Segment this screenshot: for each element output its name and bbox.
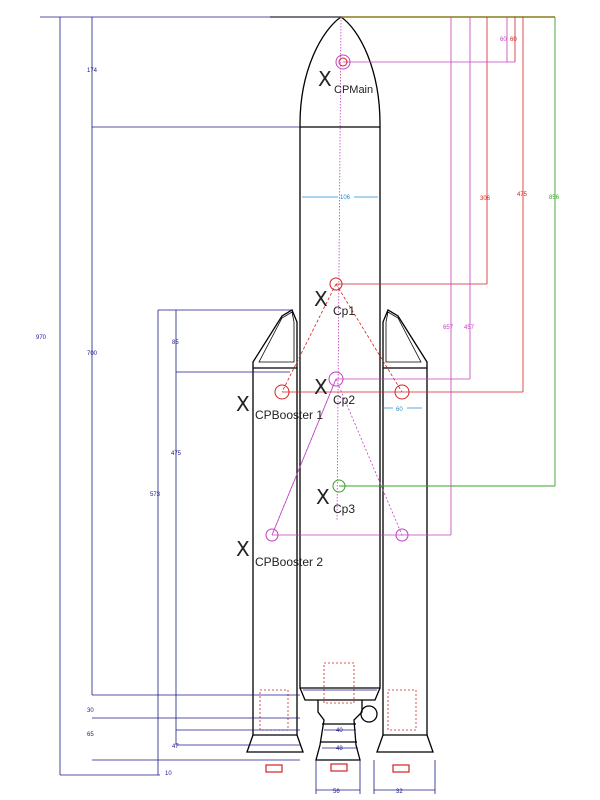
core-side-feature	[360, 705, 378, 723]
dim-cp-booster2-offset: 657	[443, 325, 454, 331]
cp-booster2-left-circle	[265, 528, 279, 542]
cp2-circle	[328, 371, 344, 387]
left-booster-nose-shade	[258, 311, 295, 363]
cp3-label: Cp3	[333, 502, 355, 516]
dim-core-base: 56	[333, 789, 340, 795]
left-booster-nozzle	[246, 734, 304, 753]
core-exhaust	[330, 763, 348, 772]
cp-main-circle-inner	[338, 57, 348, 67]
red-dimension-labels: 306 475 60	[480, 37, 528, 202]
cp-booster2-right-circle	[395, 528, 409, 542]
bottom-dimension-labels: 56 32 40 48	[333, 728, 403, 795]
core-skirt	[299, 687, 381, 701]
right-booster	[382, 309, 428, 736]
core-engine-outline	[323, 662, 355, 704]
center-axis	[336, 19, 342, 521]
magenta-dimension-labels: 60 457 657	[443, 37, 507, 331]
right-exhaust	[392, 764, 410, 773]
left-engine-outline	[259, 689, 289, 731]
rocket-body	[246, 16, 434, 761]
dim-cp2-offset: 457	[464, 325, 475, 331]
bottom-dimensions	[303, 689, 436, 794]
dim-cp-main-b: 60	[510, 37, 517, 43]
dim-gap-65: 65	[87, 732, 94, 738]
cp3-x: X	[316, 485, 330, 509]
core-engine	[315, 700, 363, 761]
cp-main-x: X	[318, 67, 332, 91]
left-dimensions	[40, 16, 300, 776]
right-engine-outline	[387, 689, 417, 731]
dim-total-height: 970	[36, 335, 47, 341]
cp1-x: X	[314, 287, 328, 311]
cp-booster1-x: X	[236, 392, 250, 416]
dim-booster-body: 475	[171, 451, 182, 457]
cp2-x: X	[314, 375, 328, 399]
left-dimension-labels: 970 700 174 573 85 475 30 65 47 10	[36, 68, 182, 777]
right-booster-nozzle	[376, 734, 434, 753]
engine-outlines	[259, 662, 417, 731]
cp-markers	[265, 54, 410, 542]
dim-gap-10: 10	[165, 771, 172, 777]
cp-booster2-label: CPBooster 2	[255, 555, 323, 569]
dim-nozzle-inner: 40	[336, 728, 343, 734]
dim-nozzle-outer: 48	[336, 746, 343, 752]
dim-gap-47: 47	[172, 744, 179, 750]
dim-core-diameter: 106	[340, 195, 351, 201]
green-dimension-lines	[339, 17, 556, 487]
dim-booster-cp-offset: 475	[517, 192, 528, 198]
dim-nose-height: 174	[87, 68, 98, 74]
dim-gap-30: 30	[87, 708, 94, 714]
cp-booster1-label: CPBooster 1	[255, 408, 323, 422]
dim-booster-nose: 85	[172, 340, 179, 346]
dim-booster-base: 32	[396, 789, 403, 795]
exhaust-blocks	[265, 763, 410, 773]
cp-main-circle	[335, 54, 351, 70]
cp-booster1-left-circle	[274, 384, 290, 400]
cp-booster1-right-circle	[394, 384, 410, 400]
core-stage	[299, 16, 381, 689]
dim-core-height: 700	[87, 351, 98, 357]
point-labels: X CPMain X Cp1 X Cp2 X CPBooster 1 X Cp3…	[236, 67, 373, 569]
dim-cp1-offset: 306	[480, 196, 491, 202]
right-booster-nose-shade	[385, 311, 422, 363]
dim-cp-main-a: 60	[500, 37, 507, 43]
magenta-dimension-lines	[271, 17, 515, 536]
cp1-circle	[329, 277, 343, 291]
dim-booster-total: 573	[150, 492, 161, 498]
left-exhaust	[265, 764, 283, 773]
cp2-label: Cp2	[333, 393, 355, 407]
cp3-circle	[332, 479, 346, 493]
left-booster	[252, 309, 298, 736]
dim-booster-diameter: 60	[396, 407, 403, 413]
red-dimension-lines	[281, 17, 524, 393]
cp-main-label: CPMain	[334, 84, 373, 96]
cp-booster2-x: X	[236, 537, 250, 561]
dim-cp3-offset: 856	[549, 195, 560, 201]
cp1-label: Cp1	[333, 304, 355, 318]
